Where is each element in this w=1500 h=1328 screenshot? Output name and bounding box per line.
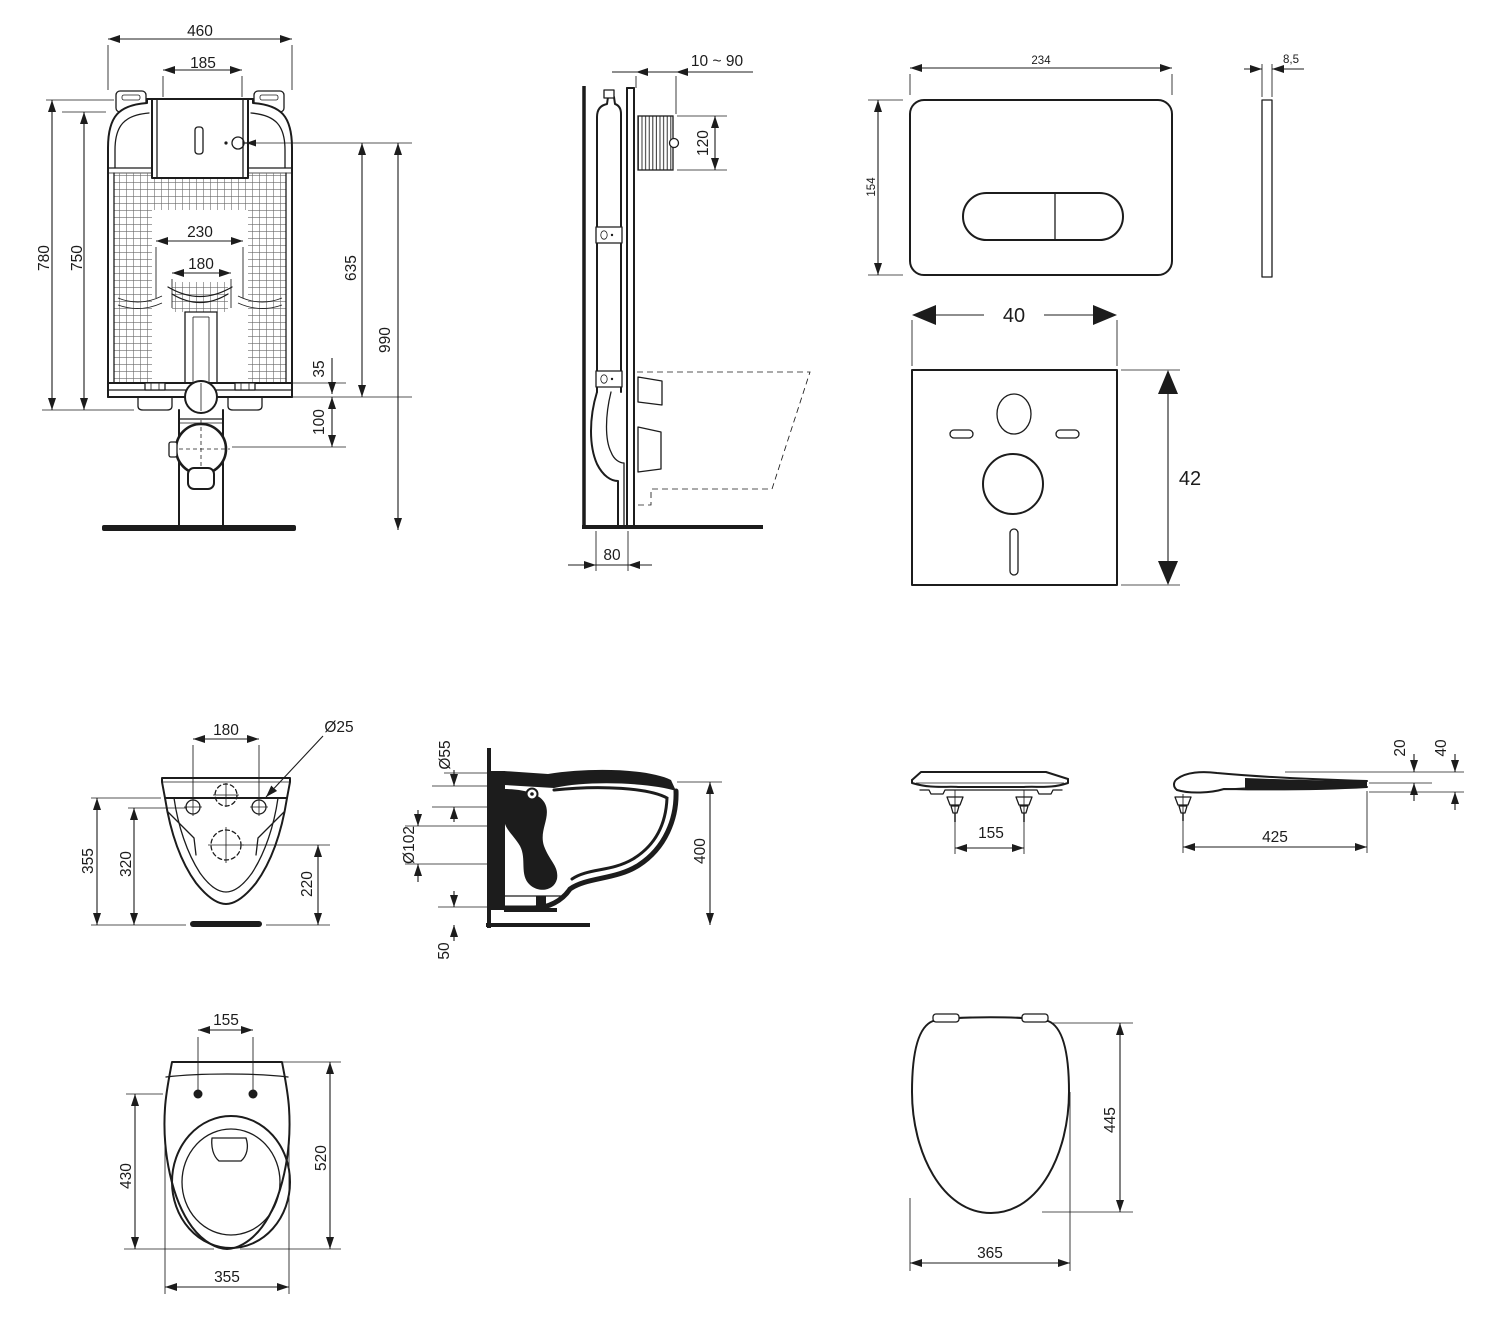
view-sound-mat: 40 42	[911, 305, 1201, 586]
dim-frame-height: 780	[36, 245, 53, 271]
view-seat-top: 445 365	[909, 1013, 1133, 1271]
bowl-outer-shell	[502, 788, 679, 911]
dim-mat-height: 42	[1179, 468, 1201, 490]
seat-top-edge	[911, 771, 1069, 781]
view-flush-plate-front: 234 154	[866, 55, 1173, 276]
dim-outlet-dia: Ø102	[401, 826, 418, 864]
hinge-left	[932, 1013, 960, 1023]
dim-pipe-width: 180	[188, 256, 214, 273]
dim-plate-width: 234	[1031, 55, 1051, 67]
mat-bottom-slot	[1009, 528, 1019, 576]
bowl-outline-dashed	[637, 371, 811, 506]
dim-plate-thickness: 8,5	[1283, 54, 1299, 66]
bowl-rim	[171, 1115, 291, 1249]
dim-outlet-offset: 100	[311, 409, 328, 435]
frame-foot-left	[137, 396, 173, 411]
mat-inlet-hole	[996, 393, 1032, 435]
view-seat-side: 425 20 40	[1173, 739, 1464, 853]
dim-bowl-width: 355	[214, 1269, 240, 1286]
dim-projection: 400	[692, 838, 709, 864]
view-seat-front: 155	[911, 771, 1069, 854]
hinge-right	[1021, 1013, 1049, 1023]
dim-bend-height: 635	[343, 255, 360, 281]
flush-bend-side	[590, 391, 619, 528]
bowl-bracket-upper	[637, 376, 663, 406]
dim-inner-height: 750	[69, 245, 86, 271]
dim-rim-height: 355	[80, 848, 97, 874]
dim-offset-small: 35	[311, 360, 328, 377]
flush-rod-slot	[194, 126, 204, 155]
view-cistern-front: 460 185 780 750 230 180 635 990 35 100	[36, 23, 412, 531]
frame-foot-right	[227, 396, 263, 411]
view-bowl-side: Ø55 Ø102 400 50	[401, 740, 722, 960]
dim-front-height: 20	[1392, 739, 1409, 757]
dim-adjust-range: 10 ~ 90	[691, 53, 744, 70]
dim-hole-dia: Ø25	[324, 719, 353, 736]
dim-hole-spacing: 180	[213, 722, 239, 739]
dim-seat-top-length: 445	[1102, 1107, 1119, 1133]
dim-plate-height: 154	[866, 177, 878, 197]
dim-total-height: 40	[1433, 739, 1450, 757]
sound-mat	[911, 369, 1118, 586]
dim-mat-width: 40	[1003, 305, 1025, 327]
bowl-rim-section	[504, 769, 676, 791]
dim-inlet-dia: Ø55	[437, 740, 454, 769]
inspection-window-lower	[595, 370, 623, 388]
dim-bowl-length: 430	[118, 1163, 135, 1189]
dim-recess-height: 120	[695, 130, 712, 156]
cistern-side-profile	[596, 96, 622, 393]
floor-mark	[190, 921, 262, 927]
dim-clearance: 50	[436, 942, 453, 960]
base-plate	[102, 525, 296, 531]
seat-side-top	[1176, 771, 1368, 782]
flush-plate-edge	[1261, 99, 1273, 278]
flush-plate-recess	[637, 115, 674, 171]
access-box	[151, 98, 249, 179]
mat-bolt-slot-right	[1055, 429, 1080, 439]
view-flush-plate-side: 8,5	[1244, 54, 1304, 278]
trap-section	[504, 789, 558, 890]
dim-inner-height: 320	[118, 851, 135, 877]
bowl-outer-profile	[164, 797, 288, 905]
flush-button	[962, 192, 1124, 241]
dim-hinge-spacing: 155	[978, 825, 1004, 842]
bowl-interior	[181, 1128, 281, 1236]
dim-overall-width: 460	[187, 23, 213, 40]
dim-frame-depth: 80	[603, 547, 621, 564]
dim-overall-height: 990	[377, 327, 394, 353]
flush-spout	[211, 1137, 248, 1162]
dim-seat-hole-spacing: 155	[213, 1012, 239, 1029]
mat-bolt-slot-left	[949, 429, 974, 439]
seat-lid-outline	[911, 1016, 1070, 1214]
dim-seat-top-width: 365	[977, 1245, 1003, 1262]
dim-channel-width: 230	[187, 224, 213, 241]
inspection-window-upper	[595, 226, 623, 244]
view-bowl-front: 180 Ø25 355 320 220	[80, 719, 354, 927]
view-bowl-top: 155 430 520 355	[118, 1012, 341, 1294]
dim-seat-length: 425	[1262, 829, 1288, 846]
dim-total-length: 520	[313, 1145, 330, 1171]
dim-tank-top-width: 185	[190, 55, 216, 72]
flush-plate	[909, 99, 1173, 276]
view-frame-side: 10 ~ 90 120 80	[568, 53, 811, 571]
bowl-bracket-lower	[637, 426, 662, 473]
mat-outlet-hole	[982, 453, 1044, 515]
bowl-back-plate	[490, 771, 505, 910]
dim-outlet-height: 220	[299, 871, 316, 897]
